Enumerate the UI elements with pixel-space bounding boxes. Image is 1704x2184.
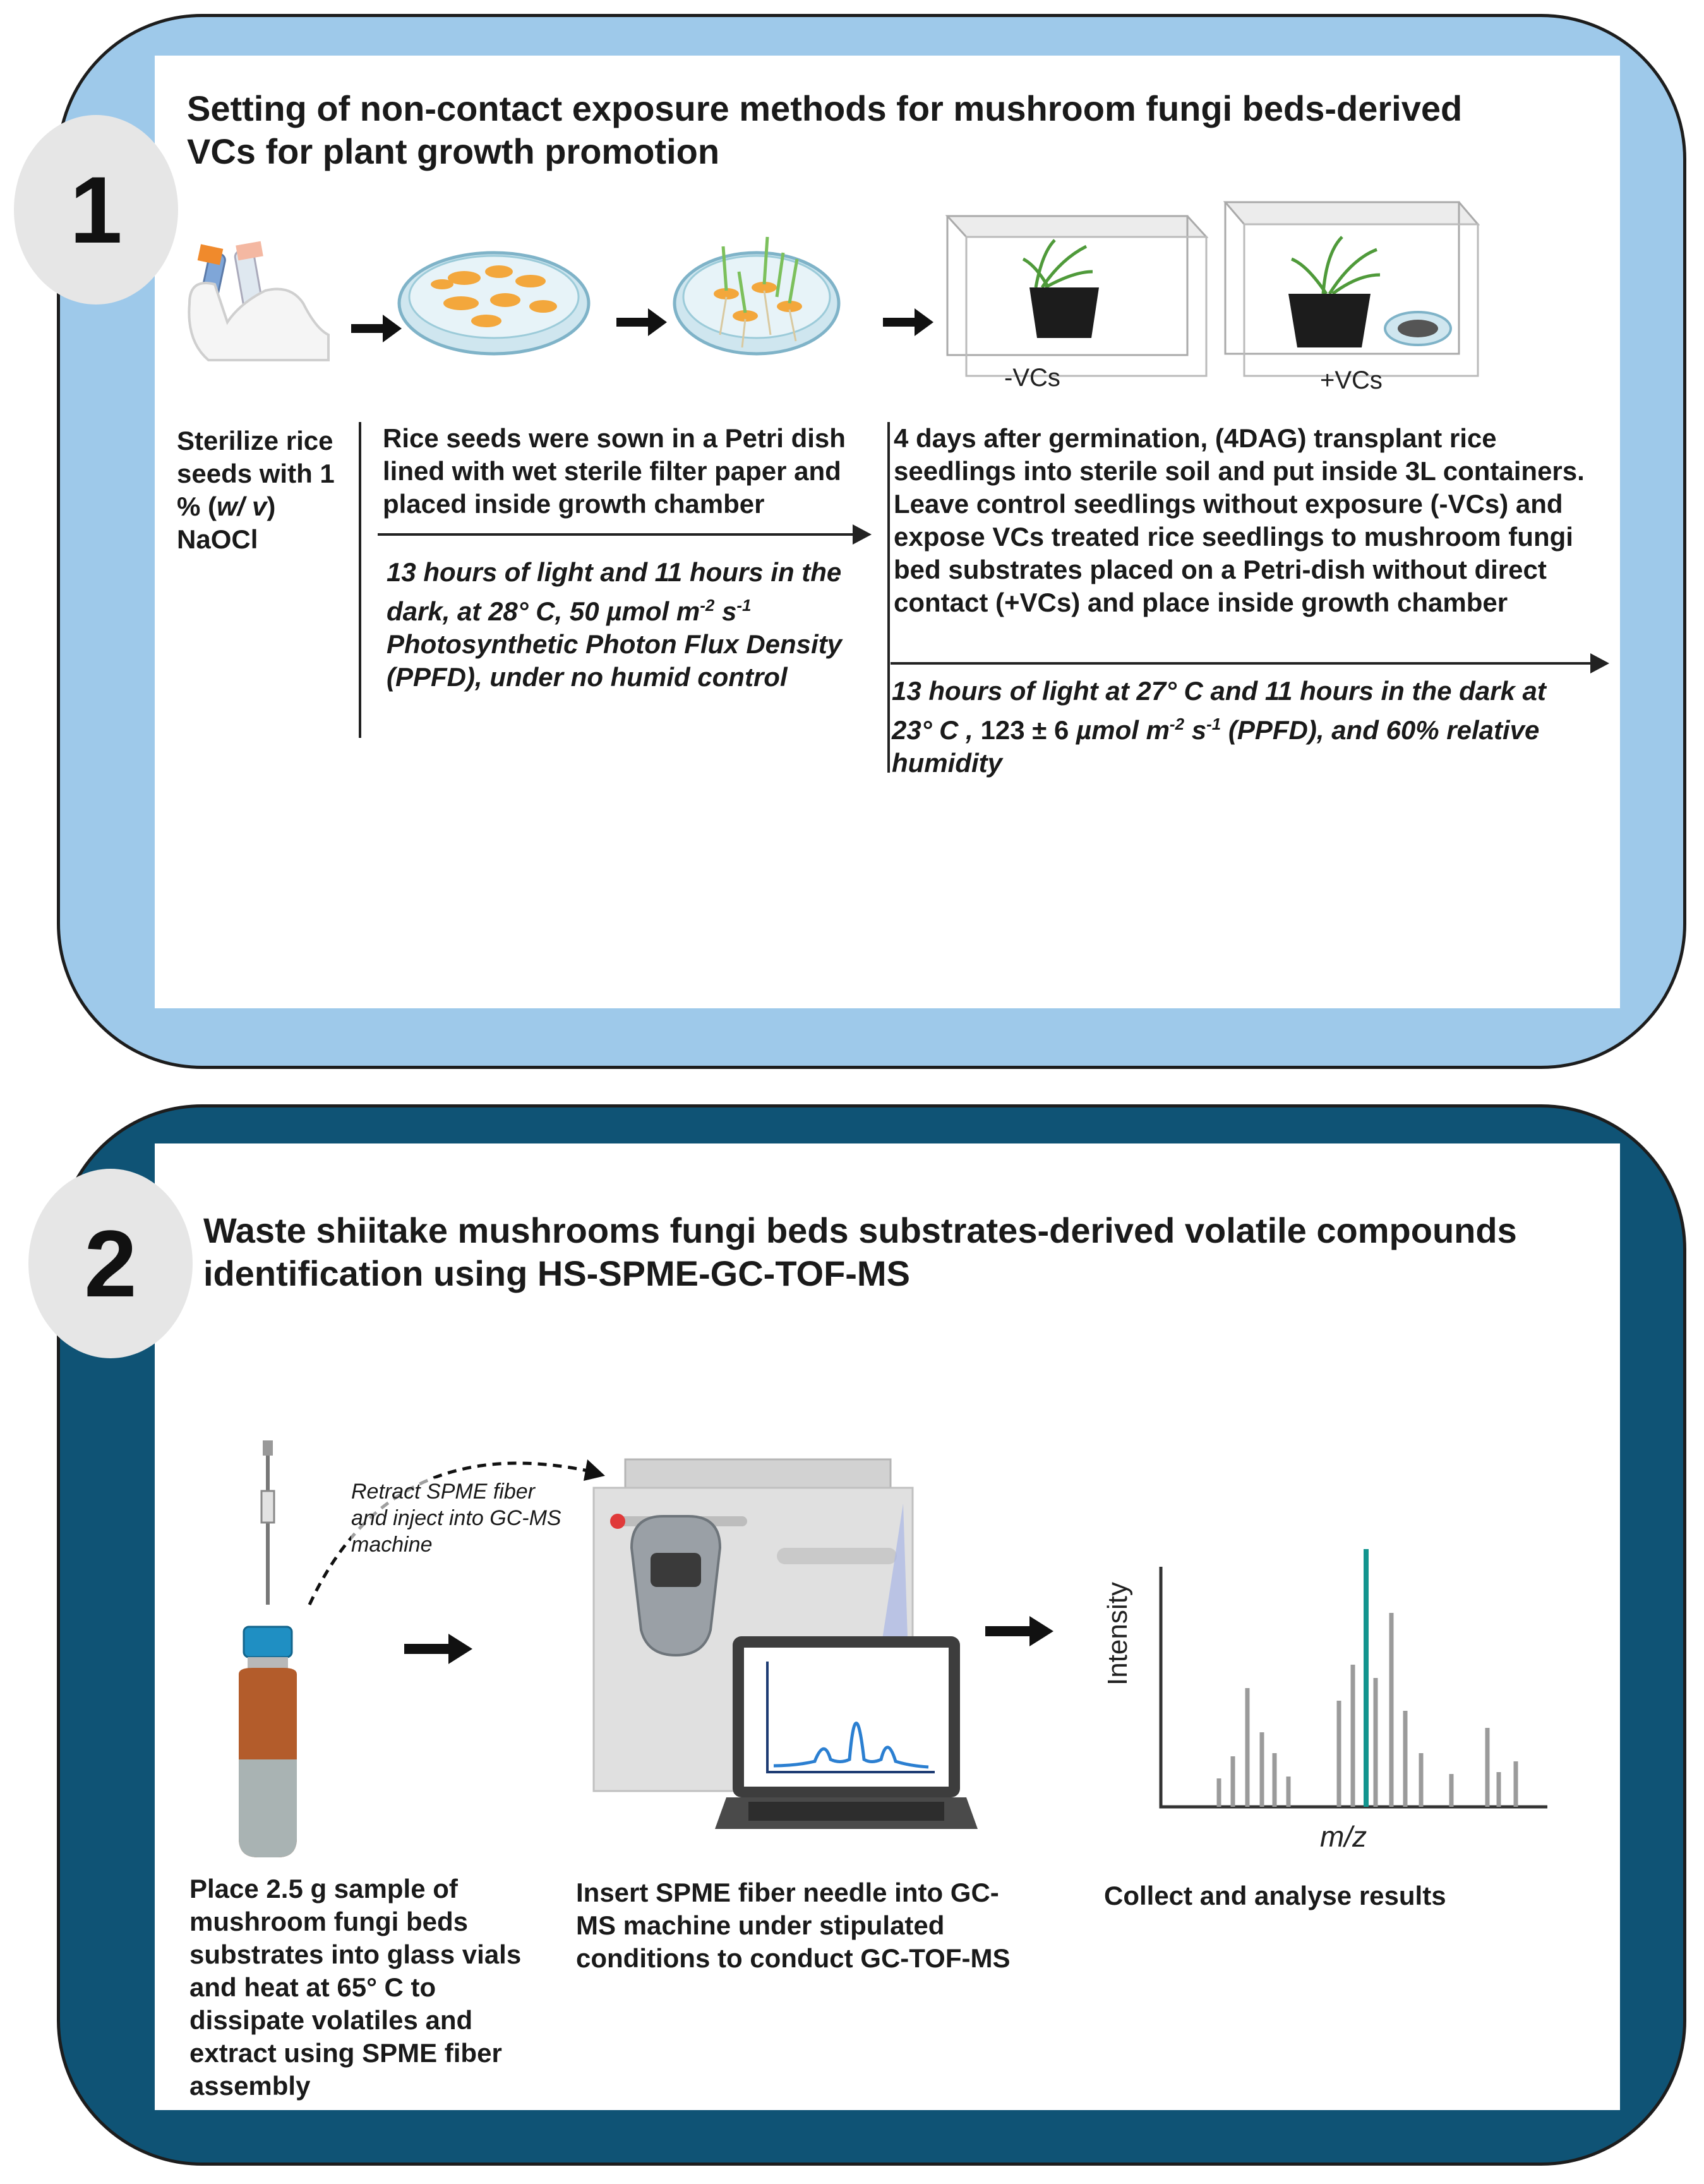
arrow-icon	[448, 1634, 472, 1664]
label-plus-vcs: +VCs	[1320, 366, 1383, 394]
petri-dish-germination-icon	[673, 236, 841, 356]
laptop-chromatogram-icon	[715, 1636, 978, 1829]
step-number-2: 2	[28, 1169, 193, 1358]
arrow-icon	[383, 315, 402, 342]
panel-2-title-line1: Waste shiitake mushrooms fungi beds subs…	[203, 1210, 1517, 1250]
divider-line	[887, 422, 890, 773]
mass-spectrum-icon	[1159, 1549, 1547, 1809]
panel-2-step-1-text: Place 2.5 g sample of mushroom fungi bed…	[189, 1874, 522, 2101]
arrow-icon	[648, 308, 667, 336]
spectrum-x-axis-label: m/z	[1320, 1820, 1367, 1853]
arrow-icon	[915, 308, 933, 336]
divider-line	[359, 422, 361, 738]
panel-1-step-1-text: Sterilize rice seeds with 1 % (w/ v) NaO…	[177, 426, 335, 554]
label-minus-vcs: -VCs	[1004, 364, 1060, 392]
spme-vial-icon	[239, 1440, 297, 1857]
panel-1-title-line2: VCs for plant growth promotion	[187, 131, 720, 171]
panel-2-title-line2: identification using HS-SPME-GC-TOF-MS	[203, 1253, 910, 1293]
annotation-retract-spme: Retract SPME fiber and inject into GC-MS…	[351, 1478, 561, 1558]
container-minus-vcs-icon	[945, 215, 1209, 377]
panel-1-step-2-text: Rice seeds were sown in a Petri dish lin…	[383, 423, 846, 519]
container-plus-vcs-icon	[1223, 201, 1480, 377]
arrowhead-icon	[1590, 653, 1609, 673]
arrowhead-icon	[853, 524, 872, 545]
panel-2-step-2-text: Insert SPME fiber needle into GC-MS mach…	[576, 1878, 1011, 1973]
panel-1-title-line1: Setting of non-contact exposure methods …	[187, 88, 1463, 128]
panel-2-title: Waste shiitake mushrooms fungi beds subs…	[203, 1209, 1517, 1295]
spectrum-y-axis-label: Intensity	[1102, 1582, 1133, 1686]
arrow-icon	[1029, 1616, 1053, 1646]
gloved-hands-icon	[188, 241, 330, 361]
panel-1-step-3-text: 4 days after germination, (4DAG) transpl…	[894, 423, 1585, 617]
step-number-1: 1	[14, 115, 178, 305]
timeline-arrow-line	[891, 662, 1595, 665]
panel-2-illustrations	[239, 1440, 1547, 1857]
timeline-arrow-line	[378, 533, 858, 536]
panel-1-illustrations	[188, 201, 1480, 377]
panel-1-step-2-conditions: 13 hours of light and 11 hours in the da…	[387, 557, 843, 692]
panel-1-step-3-conditions: 13 hours of light at 27° C and 11 hours …	[892, 676, 1546, 778]
panel-2-step-3-text: Collect and analyse results	[1104, 1881, 1446, 1910]
petri-dish-seeds-icon	[397, 251, 591, 356]
panel-1-title: Setting of non-contact exposure methods …	[187, 87, 1462, 173]
